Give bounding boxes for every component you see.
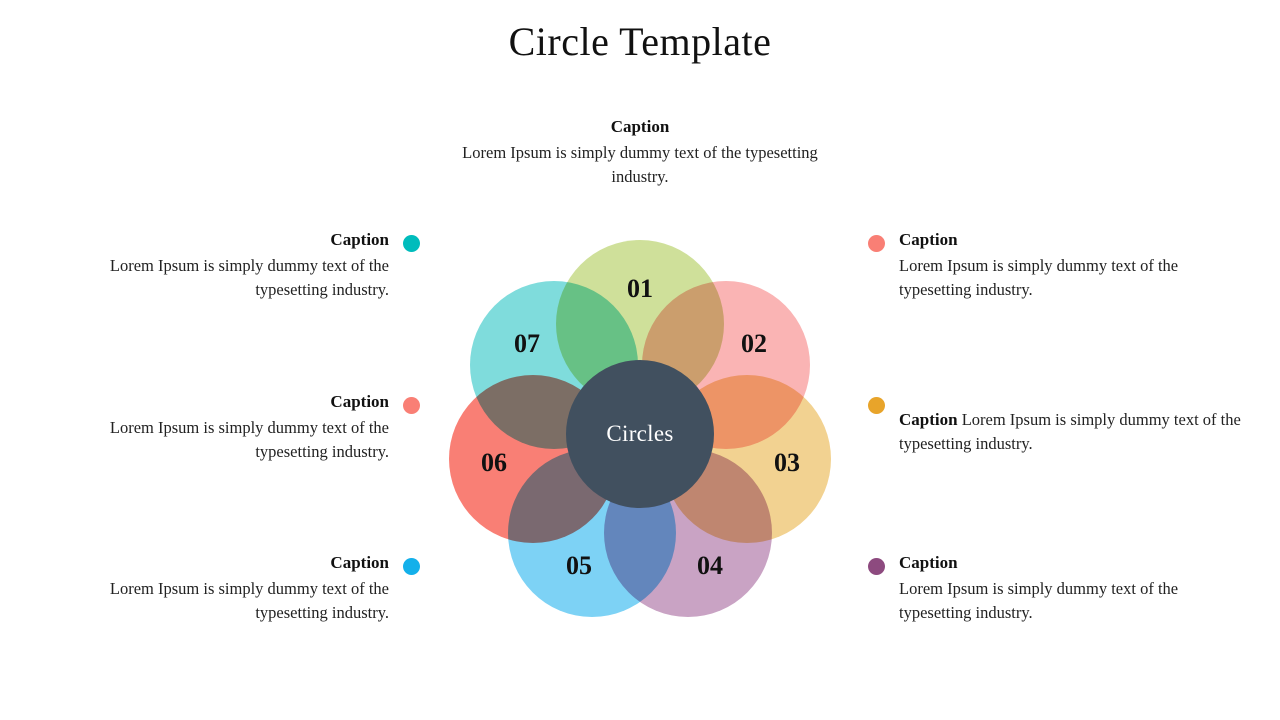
caption-right-3-title: Caption xyxy=(899,553,958,572)
caption-right-2-inline: Caption Lorem Ipsum is simply dummy text… xyxy=(899,408,1246,456)
petal-number-07: 07 xyxy=(514,329,540,358)
caption-top-body: Lorem Ipsum is simply dummy text of the … xyxy=(462,143,818,186)
bullet-dot-icon xyxy=(868,235,885,252)
caption-right-2: Caption Lorem Ipsum is simply dummy text… xyxy=(868,391,1246,472)
center-hub: Circles xyxy=(566,360,714,508)
center-hub-label: Circles xyxy=(606,421,674,446)
caption-left-2-title: Caption xyxy=(330,392,389,411)
bullet-dot-icon xyxy=(868,558,885,575)
petal-number-01: 01 xyxy=(627,274,653,303)
caption-left-2: Caption Lorem Ipsum is simply dummy text… xyxy=(45,391,420,463)
petal-number-06: 06 xyxy=(481,448,507,477)
caption-left-3-title: Caption xyxy=(330,553,389,572)
caption-right-2-body: Lorem Ipsum is simply dummy text of the … xyxy=(899,409,1241,453)
page-title: Circle Template xyxy=(508,19,772,64)
caption-left-3-body: Lorem Ipsum is simply dummy text of the … xyxy=(109,579,389,622)
caption-right-1-body: Lorem Ipsum is simply dummy text of the … xyxy=(899,256,1179,299)
petal-number-03: 03 xyxy=(774,448,800,477)
caption-left-3: Caption Lorem Ipsum is simply dummy text… xyxy=(45,552,420,624)
caption-right-1: Caption Lorem Ipsum is simply dummy text… xyxy=(868,229,1246,301)
petal-number-04: 04 xyxy=(697,551,723,580)
caption-top-title: Caption xyxy=(610,117,670,136)
caption-left-2-body: Lorem Ipsum is simply dummy text of the … xyxy=(109,418,389,461)
petal-number-02: 02 xyxy=(741,329,767,358)
circle-diagram: 01 02 03 04 05 06 07 Circles xyxy=(432,226,848,642)
caption-right-2-title: Caption xyxy=(899,409,958,429)
bullet-dot-icon xyxy=(403,235,420,252)
bullet-dot-icon xyxy=(868,397,885,414)
caption-left-1-body: Lorem Ipsum is simply dummy text of the … xyxy=(109,256,389,299)
caption-left-1: Caption Lorem Ipsum is simply dummy text… xyxy=(45,229,420,301)
caption-right-3-body: Lorem Ipsum is simply dummy text of the … xyxy=(899,579,1179,622)
caption-top: Caption Lorem Ipsum is simply dummy text… xyxy=(440,116,840,188)
bullet-dot-icon xyxy=(403,558,420,575)
bullet-dot-icon xyxy=(403,397,420,414)
caption-right-1-title: Caption xyxy=(899,230,958,249)
caption-right-3: Caption Lorem Ipsum is simply dummy text… xyxy=(868,552,1246,624)
petal-number-05: 05 xyxy=(566,551,592,580)
caption-left-1-title: Caption xyxy=(330,230,389,249)
